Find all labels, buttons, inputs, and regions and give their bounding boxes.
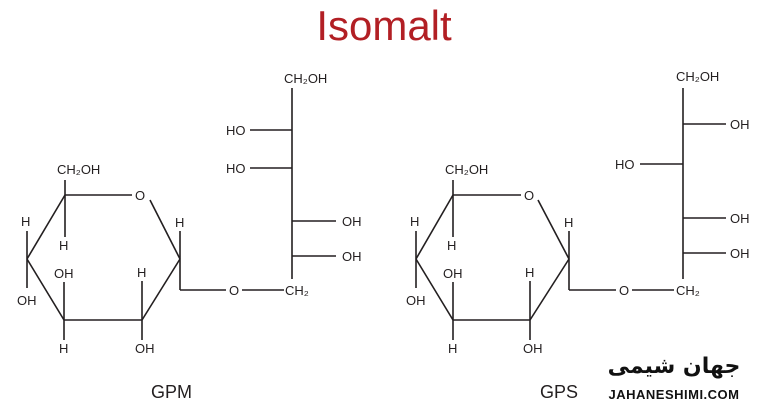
gps-ring-bond-c1-c2 — [529, 258, 570, 321]
gpm-ring-bond-c3-c4 — [26, 258, 65, 321]
gps-h-c5-label: H — [447, 238, 456, 253]
gps-ring-oxygen-label: O — [524, 188, 534, 203]
gps-glyco-oxygen-label: O — [619, 283, 629, 298]
gps-oh-c2-label: OH — [523, 341, 543, 356]
gpm-ring-bond-c1-c2 — [141, 258, 181, 321]
gps-ch2-chain-label: CH₂ — [676, 283, 700, 298]
gps-oh-c4-label: OH — [406, 293, 426, 308]
gpm-oh-c2-label: OH — [135, 341, 155, 356]
gps-ring-bond-o-c1 — [537, 199, 570, 260]
gpm-chain-3-oh-label: OH — [342, 214, 362, 229]
gps-ch2oh-chain-label: CH₂OH — [676, 69, 719, 84]
gps-chain-2-ho-label: HO — [615, 157, 635, 172]
gpm-caption: GPM — [151, 382, 193, 402]
gpm-h-c4-label: H — [21, 214, 30, 229]
gpm-ring-bond-o-c1 — [149, 199, 181, 260]
gpm-glyco-oxygen-label: O — [229, 283, 239, 298]
gpm-h-c1-label: H — [175, 215, 184, 230]
watermark-persian-text: جهان شیمی — [607, 354, 741, 379]
gps-ring-bond-c3-c4 — [415, 258, 454, 321]
gps-h-c4-label: H — [410, 214, 419, 229]
gpm-ch2oh-chain-label: CH₂OH — [284, 71, 327, 86]
gpm-oh-c4-label: OH — [17, 293, 37, 308]
gps-caption: GPS — [540, 382, 579, 402]
gps-chain-3-oh-label: OH — [730, 211, 750, 226]
gpm-chain-1-ho-label: HO — [226, 123, 246, 138]
diagram-title: Isomalt — [316, 2, 452, 49]
gps-structure: CH₂OH O H H H OH OH H H OH O CH₂ CH₂OH O… — [406, 69, 750, 356]
gps-ch2oh-ring-label: CH₂OH — [445, 162, 488, 177]
gpm-chain-4-oh-label: OH — [342, 249, 362, 264]
gps-chain-1-oh-label: OH — [730, 117, 750, 132]
gpm-ring-bond-c4-c5 — [26, 194, 66, 260]
gps-oh-c3-label: OH — [443, 266, 463, 281]
gpm-ch2oh-ring-label: CH₂OH — [57, 162, 100, 177]
gps-ring-bond-c4-c5 — [415, 194, 454, 260]
gpm-ch2-chain-label: CH₂ — [285, 283, 309, 298]
gpm-ring-oxygen-label: O — [135, 188, 145, 203]
gpm-oh-c3-label: OH — [54, 266, 74, 281]
gpm-structure: CH₂OH O H H H OH OH H H OH O CH₂ CH₂OH H… — [17, 71, 362, 356]
gps-h-c2-label: H — [525, 265, 534, 280]
gps-h-c3-label: H — [448, 341, 457, 356]
watermark-latin-text: JAHANESHIMI.COM — [608, 387, 740, 402]
gpm-chain-2-ho-label: HO — [226, 161, 246, 176]
gpm-h-c2-label: H — [137, 265, 146, 280]
gps-h-c1-label: H — [564, 215, 573, 230]
gpm-h-c5-label: H — [59, 238, 68, 253]
gpm-h-c3-label: H — [59, 341, 68, 356]
watermark-logo: جهان شیمی JAHANESHIMI.COM — [586, 354, 762, 412]
gps-chain-4-oh-label: OH — [730, 246, 750, 261]
